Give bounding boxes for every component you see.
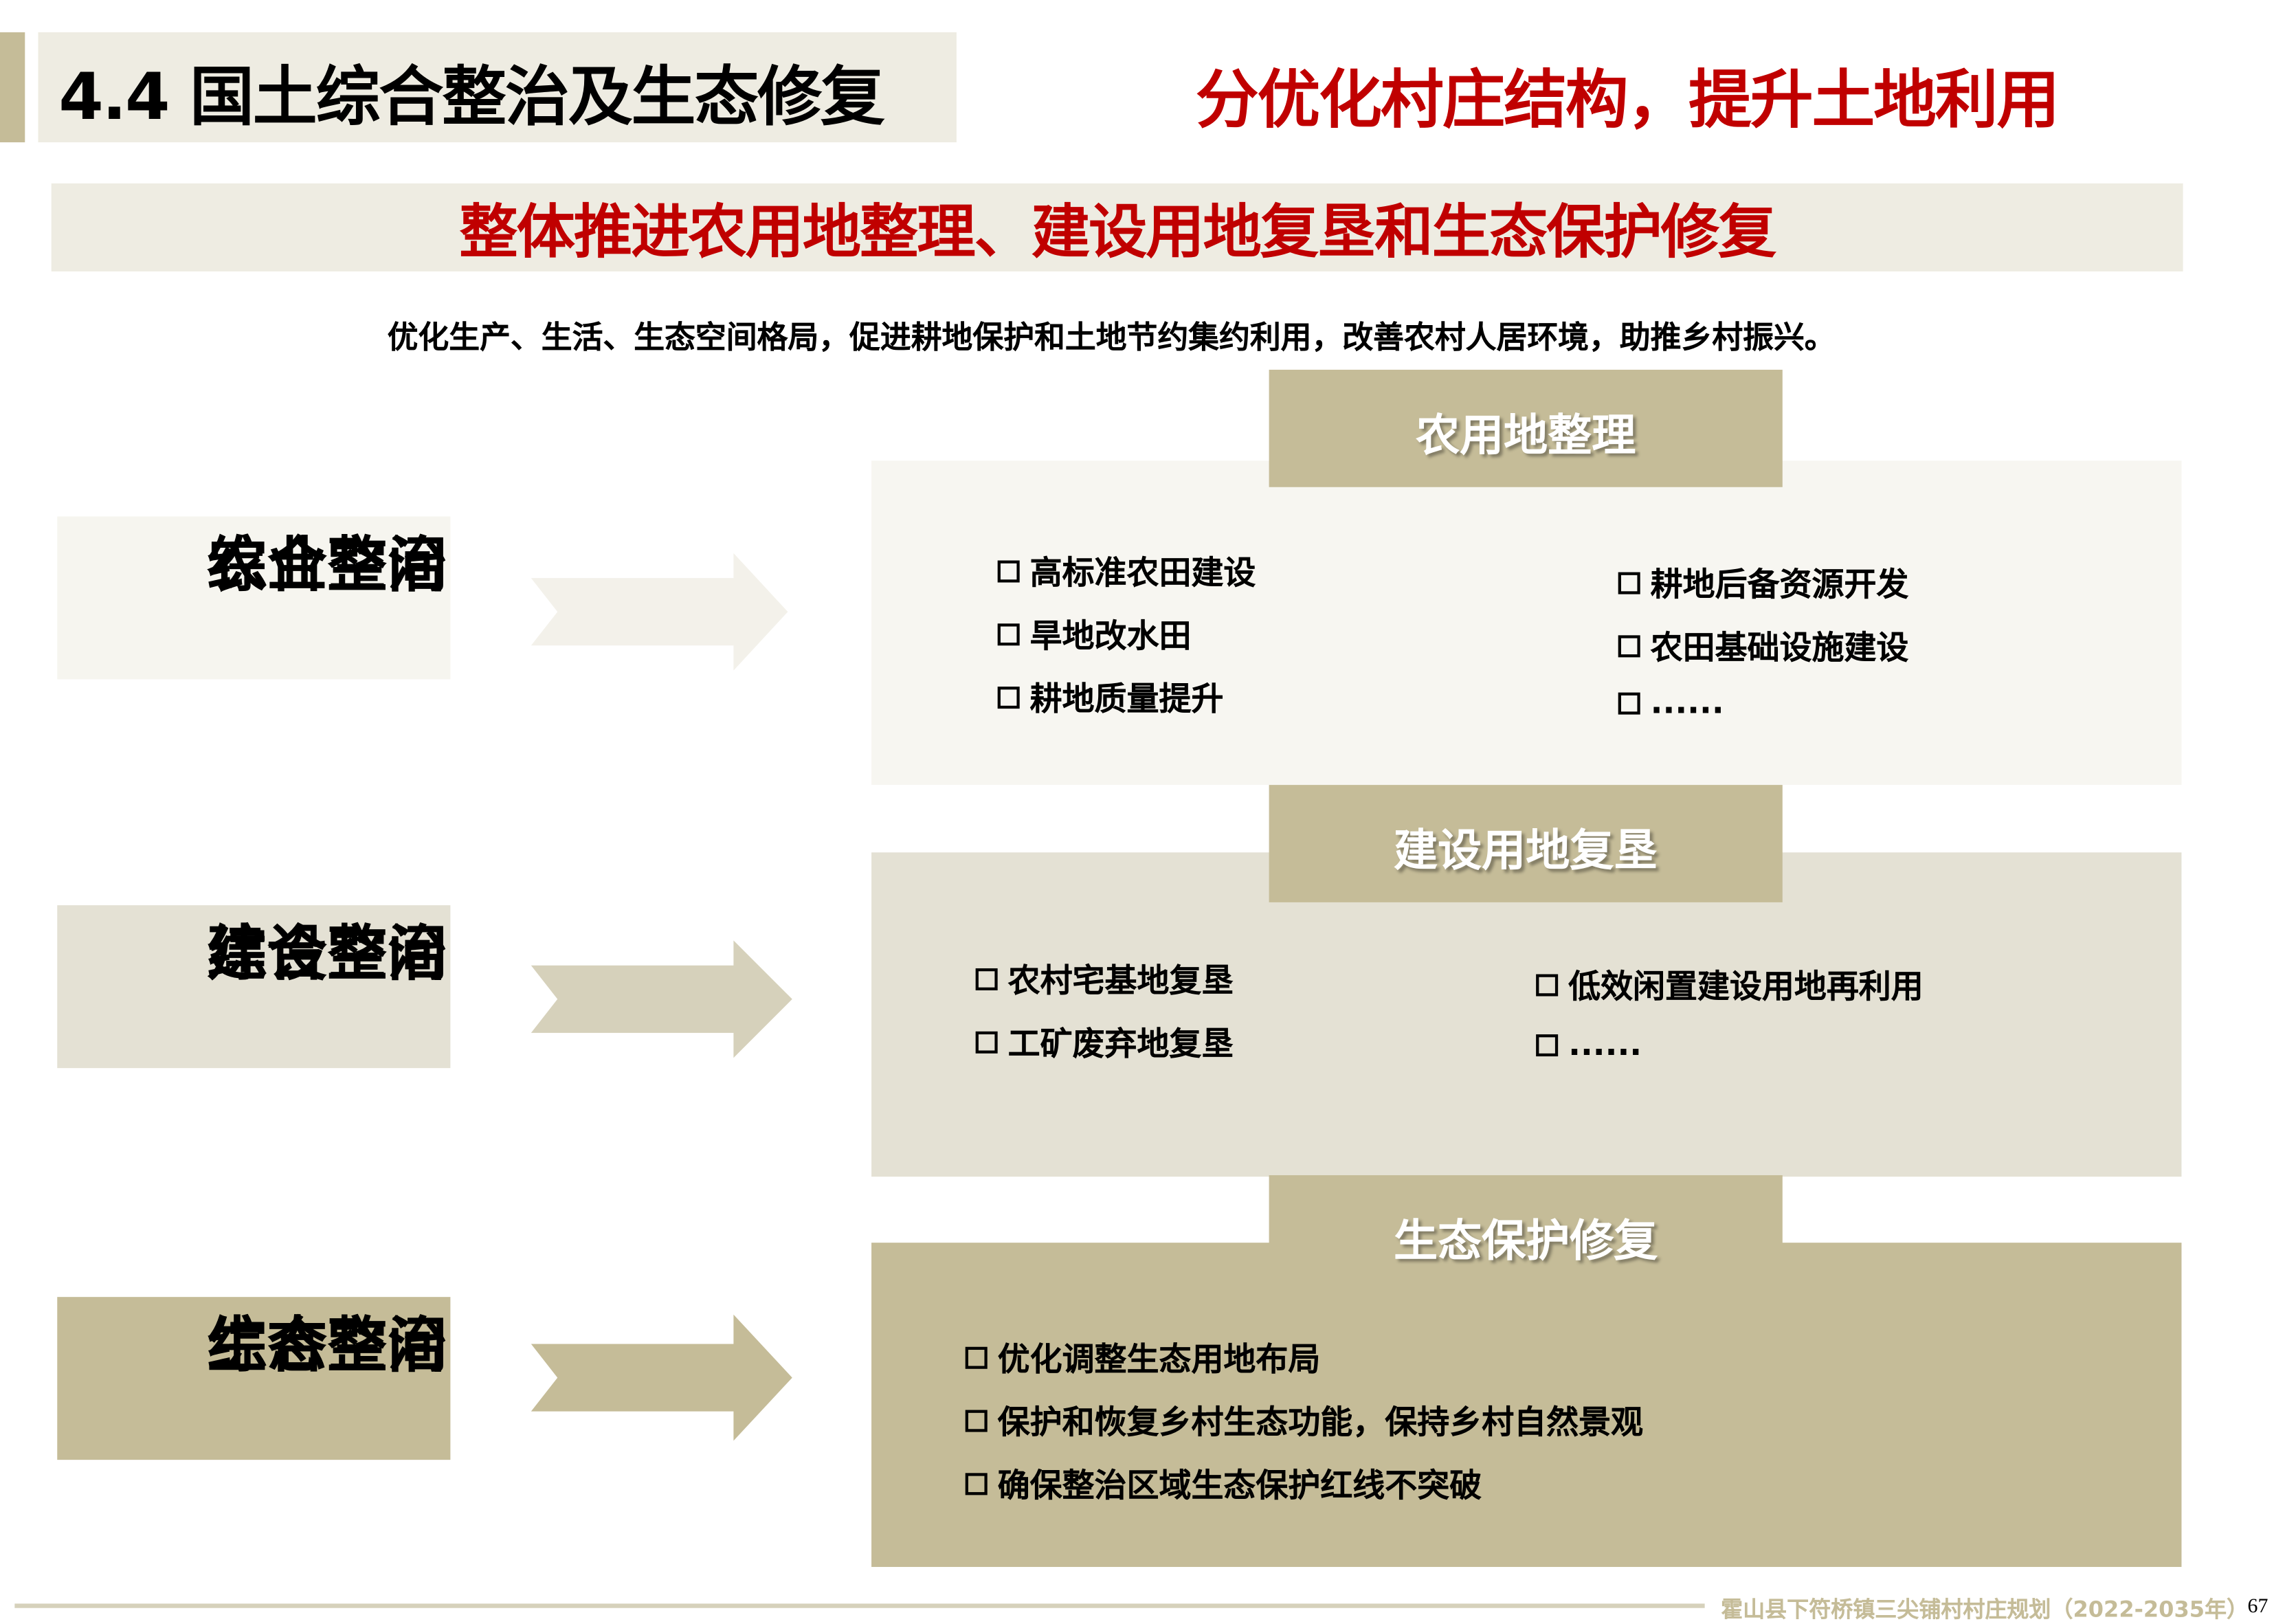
label-line: 建设空间 <box>207 918 448 989</box>
list-item: 农村宅基地复垦 <box>975 955 1234 1002</box>
list-item: 耕地后备资源开发 <box>1618 559 1908 605</box>
title-box <box>38 32 957 143</box>
arrow-right-icon <box>531 940 792 1058</box>
list-item: 农田基础设施建设 <box>1618 622 1908 669</box>
label-line: 综合整治 <box>207 529 448 601</box>
label-line: 农业空间 <box>207 529 448 601</box>
label-line: 生态空间 <box>207 1310 448 1381</box>
panel-construction <box>871 852 2182 1177</box>
banner-text: 整体推进农用地整理、建设用地复垦和生态保护修复 <box>459 199 1776 267</box>
panel-ecology <box>871 1243 2182 1567</box>
list-item: 耕地质量提升 <box>997 674 1223 720</box>
list-item: 优化调整生态用地布局 <box>965 1334 1320 1381</box>
footer-divider <box>14 1603 1705 1608</box>
list-item: ...... <box>1536 1027 1642 1064</box>
title-accent-bar <box>0 32 25 143</box>
panel-farmland <box>871 460 2182 786</box>
list-item: 旱地改水田 <box>997 610 1191 657</box>
banner: 整体推进农用地整理、建设用地复垦和生态保护修复 <box>51 183 2183 271</box>
subtitle: 优化生产、生活、生态空间格局，促进耕地保护和土地节约集约利用，改善农村人居环境，… <box>387 320 1836 355</box>
label-ecology-space: 生态空间综合整治 <box>57 1297 451 1460</box>
page-title: 4.4 国土综合整治及生态修复 <box>58 60 884 135</box>
list-item: 确保整治区域生态保护红线不突破 <box>965 1460 1482 1506</box>
tab-label: 建设用地复垦 <box>1394 825 1658 878</box>
label-construction-space: 建设空间综合整治 <box>57 905 451 1069</box>
label-line: 综合整治 <box>207 1310 448 1381</box>
tab-farmland: 农用地整理 <box>1269 369 1783 487</box>
list-item: 工矿废弃地复垦 <box>975 1019 1234 1065</box>
footer-text: 霍山县下符桥镇三尖铺村村庄规划（2022-2035年） <box>1721 1596 2249 1623</box>
label-agri-space: 农业空间综合整治 <box>57 516 451 680</box>
list-item: ...... <box>1618 685 1724 722</box>
arrow-right-icon <box>531 553 788 671</box>
tab-construction: 建设用地复垦 <box>1269 785 1783 902</box>
tab-label: 农用地整理 <box>1416 410 1636 463</box>
tab-ecology: 生态保护修复 <box>1269 1175 1783 1293</box>
list-item: 低效闲置建设用地再利用 <box>1536 961 1924 1008</box>
slogan: 分优化村庄结构，提升土地利用 <box>1195 64 2060 138</box>
arrow-right-icon <box>531 1314 792 1441</box>
list-item: 高标准农田建设 <box>997 547 1256 594</box>
tab-label: 生态保护修复 <box>1394 1216 1658 1268</box>
label-line: 综合整治 <box>207 918 448 989</box>
list-item: 保护和恢复乡村生态功能，保持乡村自然景观 <box>965 1397 1643 1443</box>
